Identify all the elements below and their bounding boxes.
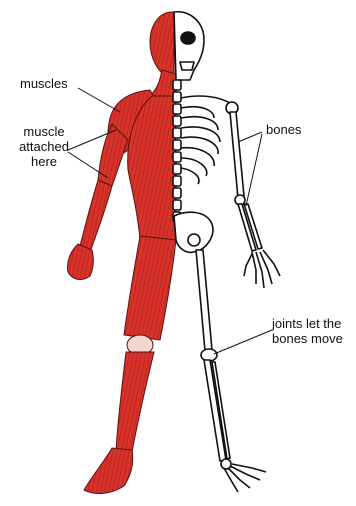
clavicle: [181, 96, 232, 104]
femur: [196, 250, 212, 351]
label-joints: joints let the bones move: [272, 316, 356, 346]
neck-muscles: [150, 70, 176, 96]
label-muscle-attached-line3: here: [14, 154, 74, 169]
thigh-muscles: [124, 236, 176, 340]
hand-muscles: [67, 244, 93, 279]
label-muscles: muscles: [20, 76, 68, 91]
muscles-callout-line: [78, 88, 120, 112]
ribcage: [181, 107, 220, 184]
label-muscle-attached-line1: muscle: [14, 124, 74, 139]
foot-bones: [224, 464, 266, 492]
humerus: [230, 112, 244, 198]
label-joints-line1: joints let the: [272, 316, 356, 331]
label-muscle-attached: muscle attached here: [14, 124, 74, 169]
muscle-half: [67, 12, 176, 493]
label-bones: bones: [266, 122, 301, 137]
skeleton-half: [173, 12, 280, 492]
label-joints-line2: bones move: [272, 331, 356, 346]
label-muscle-attached-line2: attached: [14, 139, 74, 154]
foot-muscles: [84, 448, 133, 493]
bones-callout-line-1: [238, 132, 262, 142]
lower-leg-muscles: [116, 352, 154, 452]
bones-callout-line-2: [246, 134, 262, 206]
joints-callout-line: [214, 330, 272, 354]
forearm-muscles: [80, 180, 112, 252]
hand-bones: [244, 250, 280, 288]
